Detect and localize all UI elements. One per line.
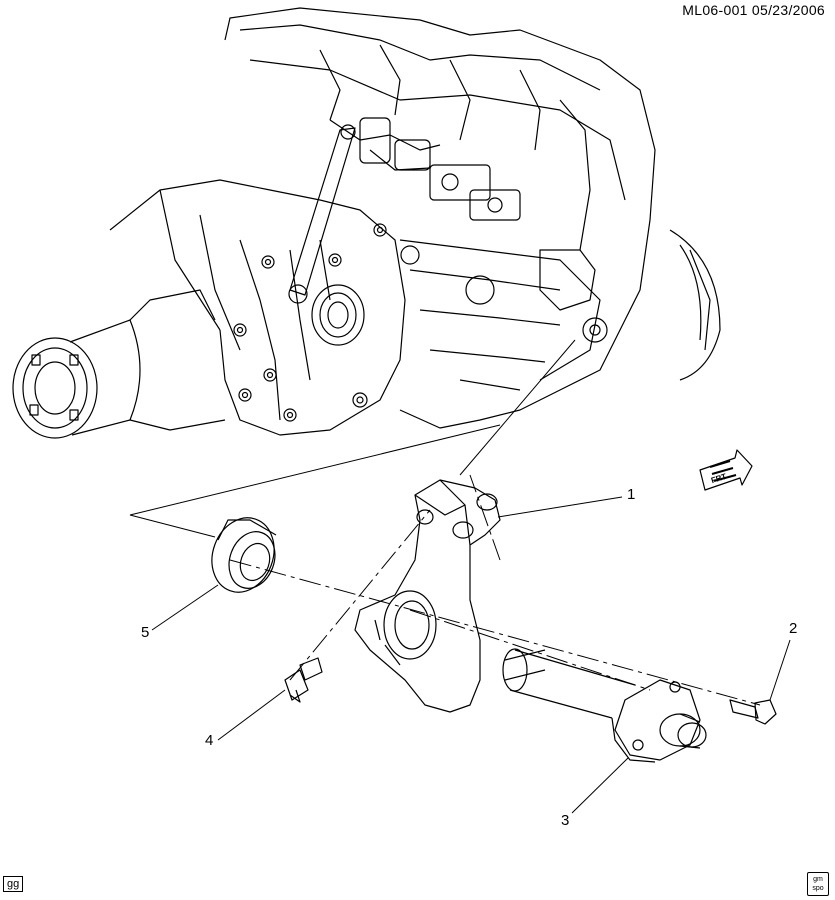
callout-3: 3 [561, 812, 570, 829]
gm-spo-logo: gm spo [807, 872, 829, 896]
part-2-bolt [729, 699, 777, 725]
front-arrow-icon [699, 449, 753, 491]
illustrator-code: gg [3, 876, 24, 892]
part-3-shaft [502, 648, 707, 763]
part-1-bracket [354, 479, 501, 713]
part-4-bolt [284, 657, 323, 703]
callout-2: 2 [789, 620, 798, 637]
diagram-reference: ML06-001 05/23/2006 [682, 2, 825, 18]
engine-assembly [12, 7, 721, 439]
callout-5: 5 [141, 624, 150, 641]
callout-1: 1 [627, 486, 636, 503]
leader-lines [129, 339, 761, 706]
part-5-seal [211, 517, 277, 593]
callout-leaders [151, 496, 791, 814]
callout-4: 4 [205, 732, 214, 749]
